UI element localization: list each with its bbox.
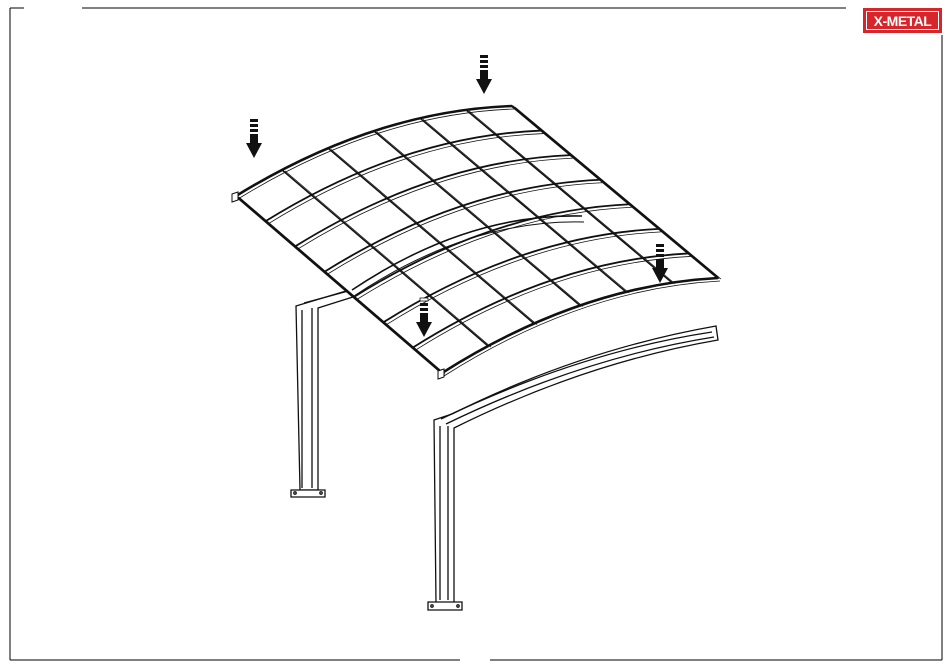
left-post [291,288,356,497]
brand-logo-text: X-METAL [874,14,932,28]
right-post [428,326,718,610]
down-arrow-icon [476,55,492,94]
brand-logo: X-METAL [863,8,942,33]
roof-end-cap [232,192,238,202]
down-arrow-icon [246,119,262,158]
roof-end-cap [438,369,444,379]
